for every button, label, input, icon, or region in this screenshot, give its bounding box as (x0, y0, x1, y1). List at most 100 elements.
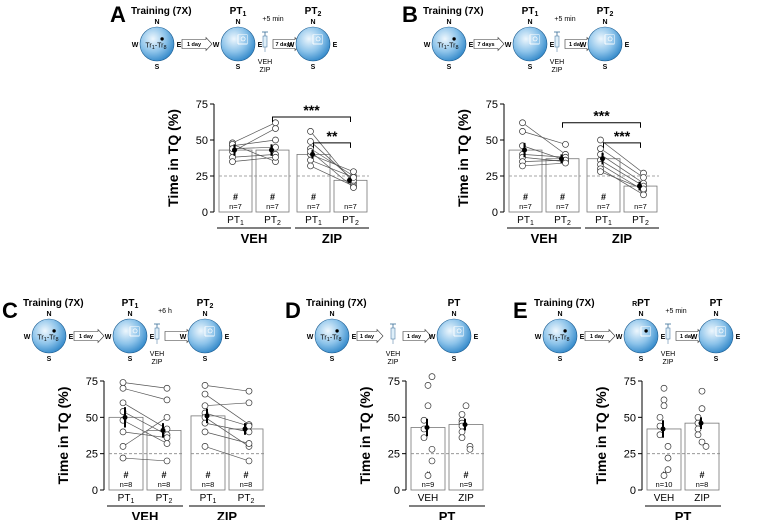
probe-test-label: PT (710, 298, 723, 309)
training-label: Training (7X) (423, 6, 484, 17)
y-tick-label: 0 (92, 485, 98, 497)
data-point (597, 136, 604, 144)
category-tick-label: VEH (654, 493, 675, 504)
n-label: n=7 (519, 202, 532, 211)
group-label: ZIP (612, 231, 633, 246)
direction-east: E (69, 334, 74, 341)
direction-east: E (177, 42, 182, 49)
n-label: n=7 (307, 202, 320, 211)
arrow-label: 1 day (569, 42, 584, 48)
subject-line (600, 148, 644, 178)
y-tick-label: 25 (486, 171, 498, 183)
maze-pool (542, 318, 578, 354)
y-tick-label: 50 (624, 412, 636, 424)
data-point (698, 438, 706, 446)
syringe-barrel (154, 327, 160, 340)
data-point (519, 128, 526, 135)
significance-stars: ** (327, 128, 338, 144)
data-point (562, 140, 569, 148)
significance-stars: *** (593, 108, 610, 124)
data-point (201, 402, 209, 410)
subject-line (310, 151, 354, 188)
significance-hash: # (560, 192, 565, 202)
group-label: VEH (241, 231, 268, 246)
direction-south: S (203, 356, 208, 363)
bar (190, 415, 226, 491)
direction-east: E (352, 334, 357, 341)
drug-label: VEH (150, 351, 164, 358)
maze-pool (314, 318, 350, 354)
n-label: n=10 (656, 480, 673, 489)
n-label: n=8 (158, 480, 171, 489)
direction-west: W (535, 334, 542, 341)
category-tick-label: PT2 (156, 493, 173, 505)
data-point (163, 413, 171, 421)
mean-marker (637, 183, 642, 189)
data-point (698, 387, 706, 395)
n-label: n=8 (202, 480, 215, 489)
significance-hash: # (523, 192, 528, 202)
group-label: PT (675, 509, 692, 520)
n-label: n=7 (266, 202, 279, 211)
bar (646, 428, 682, 491)
category-tick-label: PT2 (238, 493, 255, 505)
subject-line (204, 402, 250, 407)
training-label: Training (7X) (534, 298, 595, 309)
data-point (640, 174, 647, 181)
direction-east: E (580, 334, 585, 341)
direction-east: E (736, 334, 741, 341)
category-tick-label: ZIP (694, 493, 710, 504)
panel-label: C (2, 298, 18, 323)
direction-south: S (47, 356, 52, 363)
subject-line (122, 417, 168, 447)
training-trials-label: Tr1-Tr8 (437, 42, 458, 51)
direction-west: W (132, 42, 139, 49)
infusion-time-label: +5 min (262, 16, 283, 23)
significance-hash: # (205, 470, 210, 480)
y-tick-label: 50 (86, 412, 98, 424)
mean-marker (600, 156, 605, 162)
subject-line (232, 146, 276, 149)
mean-marker (559, 156, 564, 162)
significance-bracket (313, 142, 351, 148)
platform-dot (644, 329, 648, 333)
data-point (245, 387, 253, 395)
arrow-shape (356, 328, 384, 344)
direction-west: W (288, 42, 295, 49)
arrow-right-icon: 1 day (584, 328, 616, 344)
data-point (229, 158, 236, 165)
subject-line (522, 162, 566, 167)
direction-east: E (258, 42, 263, 49)
y-tick-label: 75 (624, 376, 636, 388)
mean-marker (462, 422, 468, 428)
data-point (640, 191, 647, 199)
probe-test-label: PT1 (230, 6, 247, 18)
category-tick-label: VEH (418, 493, 439, 504)
drug-label: ZIP (663, 359, 674, 366)
data-point (420, 434, 428, 442)
n-label: n=9 (422, 480, 435, 489)
category-tick-label: PT1 (227, 215, 244, 227)
probe-test-label: PT2 (197, 298, 214, 310)
data-point (272, 125, 279, 132)
subject-line (204, 385, 250, 392)
direction-north: N (46, 311, 51, 318)
subject-line (122, 457, 168, 462)
data-point (424, 402, 432, 410)
subject-line (204, 422, 250, 433)
mean-marker (269, 147, 274, 153)
category-tick-label: PT1 (517, 215, 534, 227)
subject-line (522, 156, 566, 162)
data-point (119, 454, 127, 462)
data-point (562, 159, 569, 167)
subject-line (204, 393, 250, 425)
direction-east: E (625, 42, 630, 49)
direction-south: S (447, 64, 452, 71)
subject-line (600, 171, 644, 190)
data-point (350, 184, 357, 191)
subject-line (122, 431, 168, 439)
training-trials-label: Tr1-Tr8 (320, 334, 341, 343)
